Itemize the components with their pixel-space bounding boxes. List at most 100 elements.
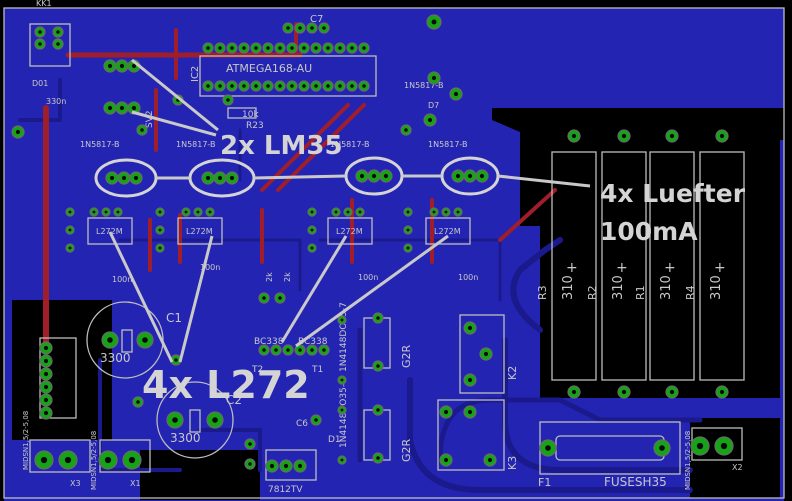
pad-hole [669, 389, 675, 395]
pad-hole [286, 26, 290, 30]
bottom-void [140, 450, 260, 500]
pad-hole [346, 210, 350, 214]
pad-hole [545, 445, 551, 451]
pad-hole [38, 42, 42, 46]
pad-hole [326, 46, 330, 50]
pad-hole [174, 358, 178, 362]
pad-hole [659, 445, 665, 451]
ic2-label: IC2 [190, 66, 201, 82]
pad-hole [142, 337, 148, 343]
pad-hole [212, 417, 218, 423]
pad-hole [230, 46, 234, 50]
r23-label: R23 [246, 121, 264, 131]
res-310-label: 310 [659, 275, 674, 300]
x3-label: X3 [70, 479, 81, 488]
pad-hole [140, 128, 144, 132]
pad-hole [298, 26, 302, 30]
pad-hole [479, 173, 485, 179]
x2-label: X2 [732, 463, 743, 472]
component-pads [11, 14, 734, 473]
pad-hole [38, 30, 42, 34]
r2-label: R2 [586, 285, 599, 300]
g2r-label-2: G2R [400, 438, 413, 462]
mdsn-label: MIDSN1,5/2-5,08 [90, 431, 98, 490]
pad-hole [297, 463, 303, 469]
pad-hole [314, 84, 318, 88]
pad-hole [310, 228, 314, 232]
callout-lines [108, 58, 591, 363]
pad-hole [262, 296, 266, 300]
c100n-label: 100n [458, 273, 478, 282]
pad-hole [218, 46, 222, 50]
pad-hole [121, 175, 127, 181]
pad-hole [131, 63, 137, 69]
pad-hole [68, 228, 72, 232]
pad-hole [116, 210, 120, 214]
pad-hole [427, 117, 433, 123]
pad-hole [104, 456, 112, 464]
pad-hole [43, 345, 49, 351]
pad-hole [242, 46, 246, 50]
7812-label: 7812TV [268, 485, 303, 495]
pad-hole [432, 210, 436, 214]
pad-hole [338, 84, 342, 88]
pad-hole [128, 456, 136, 464]
l272m-label: L272M [186, 227, 213, 236]
pad-hole [43, 358, 49, 364]
c100n-label: 100n [112, 275, 132, 284]
fuse-label: FUSESH35 [604, 475, 667, 489]
bc338-label: BC338 [254, 337, 284, 347]
c2-label: C2 [226, 393, 242, 407]
pad-hole [56, 30, 60, 34]
pad-hole [68, 210, 72, 214]
diode-label: 1N5817-B [176, 140, 216, 149]
t2-label: T2 [251, 365, 263, 375]
c330n-label: 330n [46, 97, 66, 106]
pad-hole [266, 84, 270, 88]
pad-hole [208, 210, 212, 214]
c6-label: C6 [296, 419, 308, 429]
pad-hole [720, 442, 728, 450]
atmega-label: ATMEGA168-AU [226, 62, 312, 75]
pad-hole [158, 228, 162, 232]
r3-label: R3 [536, 285, 549, 300]
r2k-label: 2k [283, 272, 292, 282]
k3-label: K3 [506, 456, 519, 470]
pad-hole [131, 105, 137, 111]
pad-hole [283, 463, 289, 469]
pad-hole [371, 173, 377, 179]
pad-hole [310, 348, 314, 352]
pad-hole [254, 46, 258, 50]
pad-hole [205, 175, 211, 181]
board-outline [3, 7, 785, 499]
pad-hole [314, 46, 318, 50]
x2-void [690, 418, 780, 498]
pad-hole [455, 173, 461, 179]
pad-hole [487, 457, 493, 463]
transistors: BC338 BC338 T2 T1 [251, 337, 328, 375]
pad-hole [383, 173, 389, 179]
pad-hole [340, 378, 344, 382]
d7-diode-label: 1N5817-B [404, 81, 444, 90]
pad-hole [376, 316, 380, 320]
pad-hole [669, 133, 675, 139]
fan-area-void [540, 118, 780, 398]
annotation-lm35: 2x LM35 [220, 131, 343, 161]
pad-hole [40, 456, 48, 464]
c100n-label: 100n [200, 263, 220, 272]
pad-hole [326, 84, 330, 88]
pad-hole [443, 457, 449, 463]
pad-hole [158, 246, 162, 250]
pad-hole [340, 458, 344, 462]
atmega-ic: ATMEGA168-AU IC2 C7 10k R23 [190, 14, 377, 131]
pad-hole [92, 210, 96, 214]
svg-text:+: + [714, 260, 726, 276]
pad-hole [109, 175, 115, 181]
res-310-label: 310 [709, 275, 724, 300]
t1-label: T1 [311, 365, 323, 375]
pad-hole [136, 400, 140, 404]
pad-hole [196, 210, 200, 214]
pad-hole [286, 348, 290, 352]
pad-hole [310, 210, 314, 214]
c1-value: 3300 [100, 351, 131, 365]
